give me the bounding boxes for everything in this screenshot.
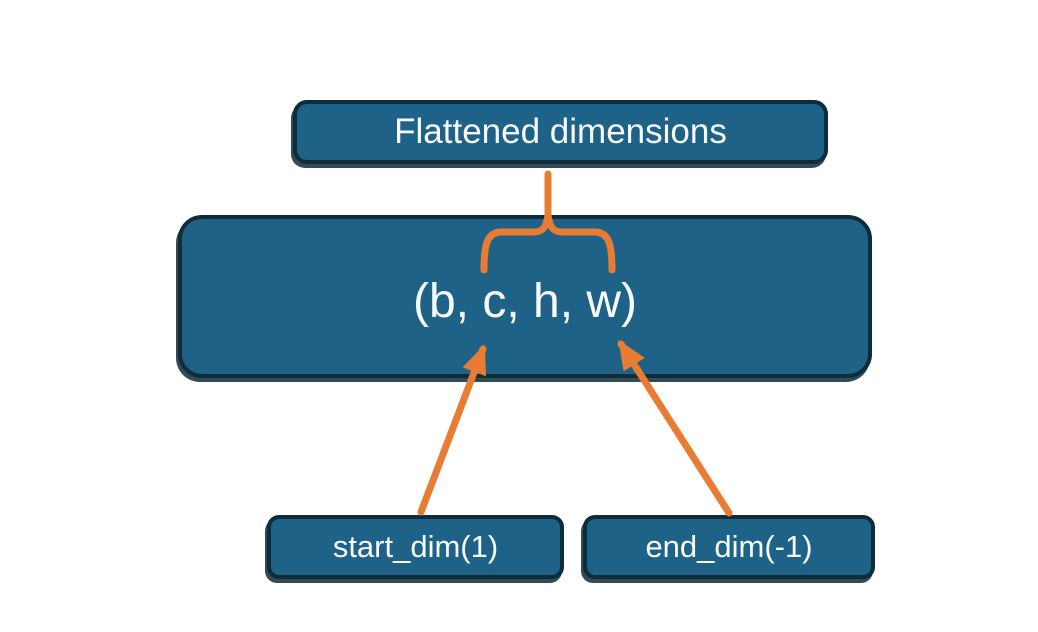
end-dim-label: end_dim(-1) <box>645 529 813 564</box>
flattened-dimensions-box: Flattened dimensions <box>293 100 828 164</box>
start-dim-label: start_dim(1) <box>332 529 499 564</box>
end-dim-box: end_dim(-1) <box>583 515 875 579</box>
tensor-shape-box: (b, c, h, w) <box>178 215 872 378</box>
flattened-dimensions-label: Flattened dimensions <box>394 112 727 151</box>
tensor-shape-label: (b, c, h, w) <box>412 275 638 328</box>
start-dim-box: start_dim(1) <box>267 515 564 579</box>
